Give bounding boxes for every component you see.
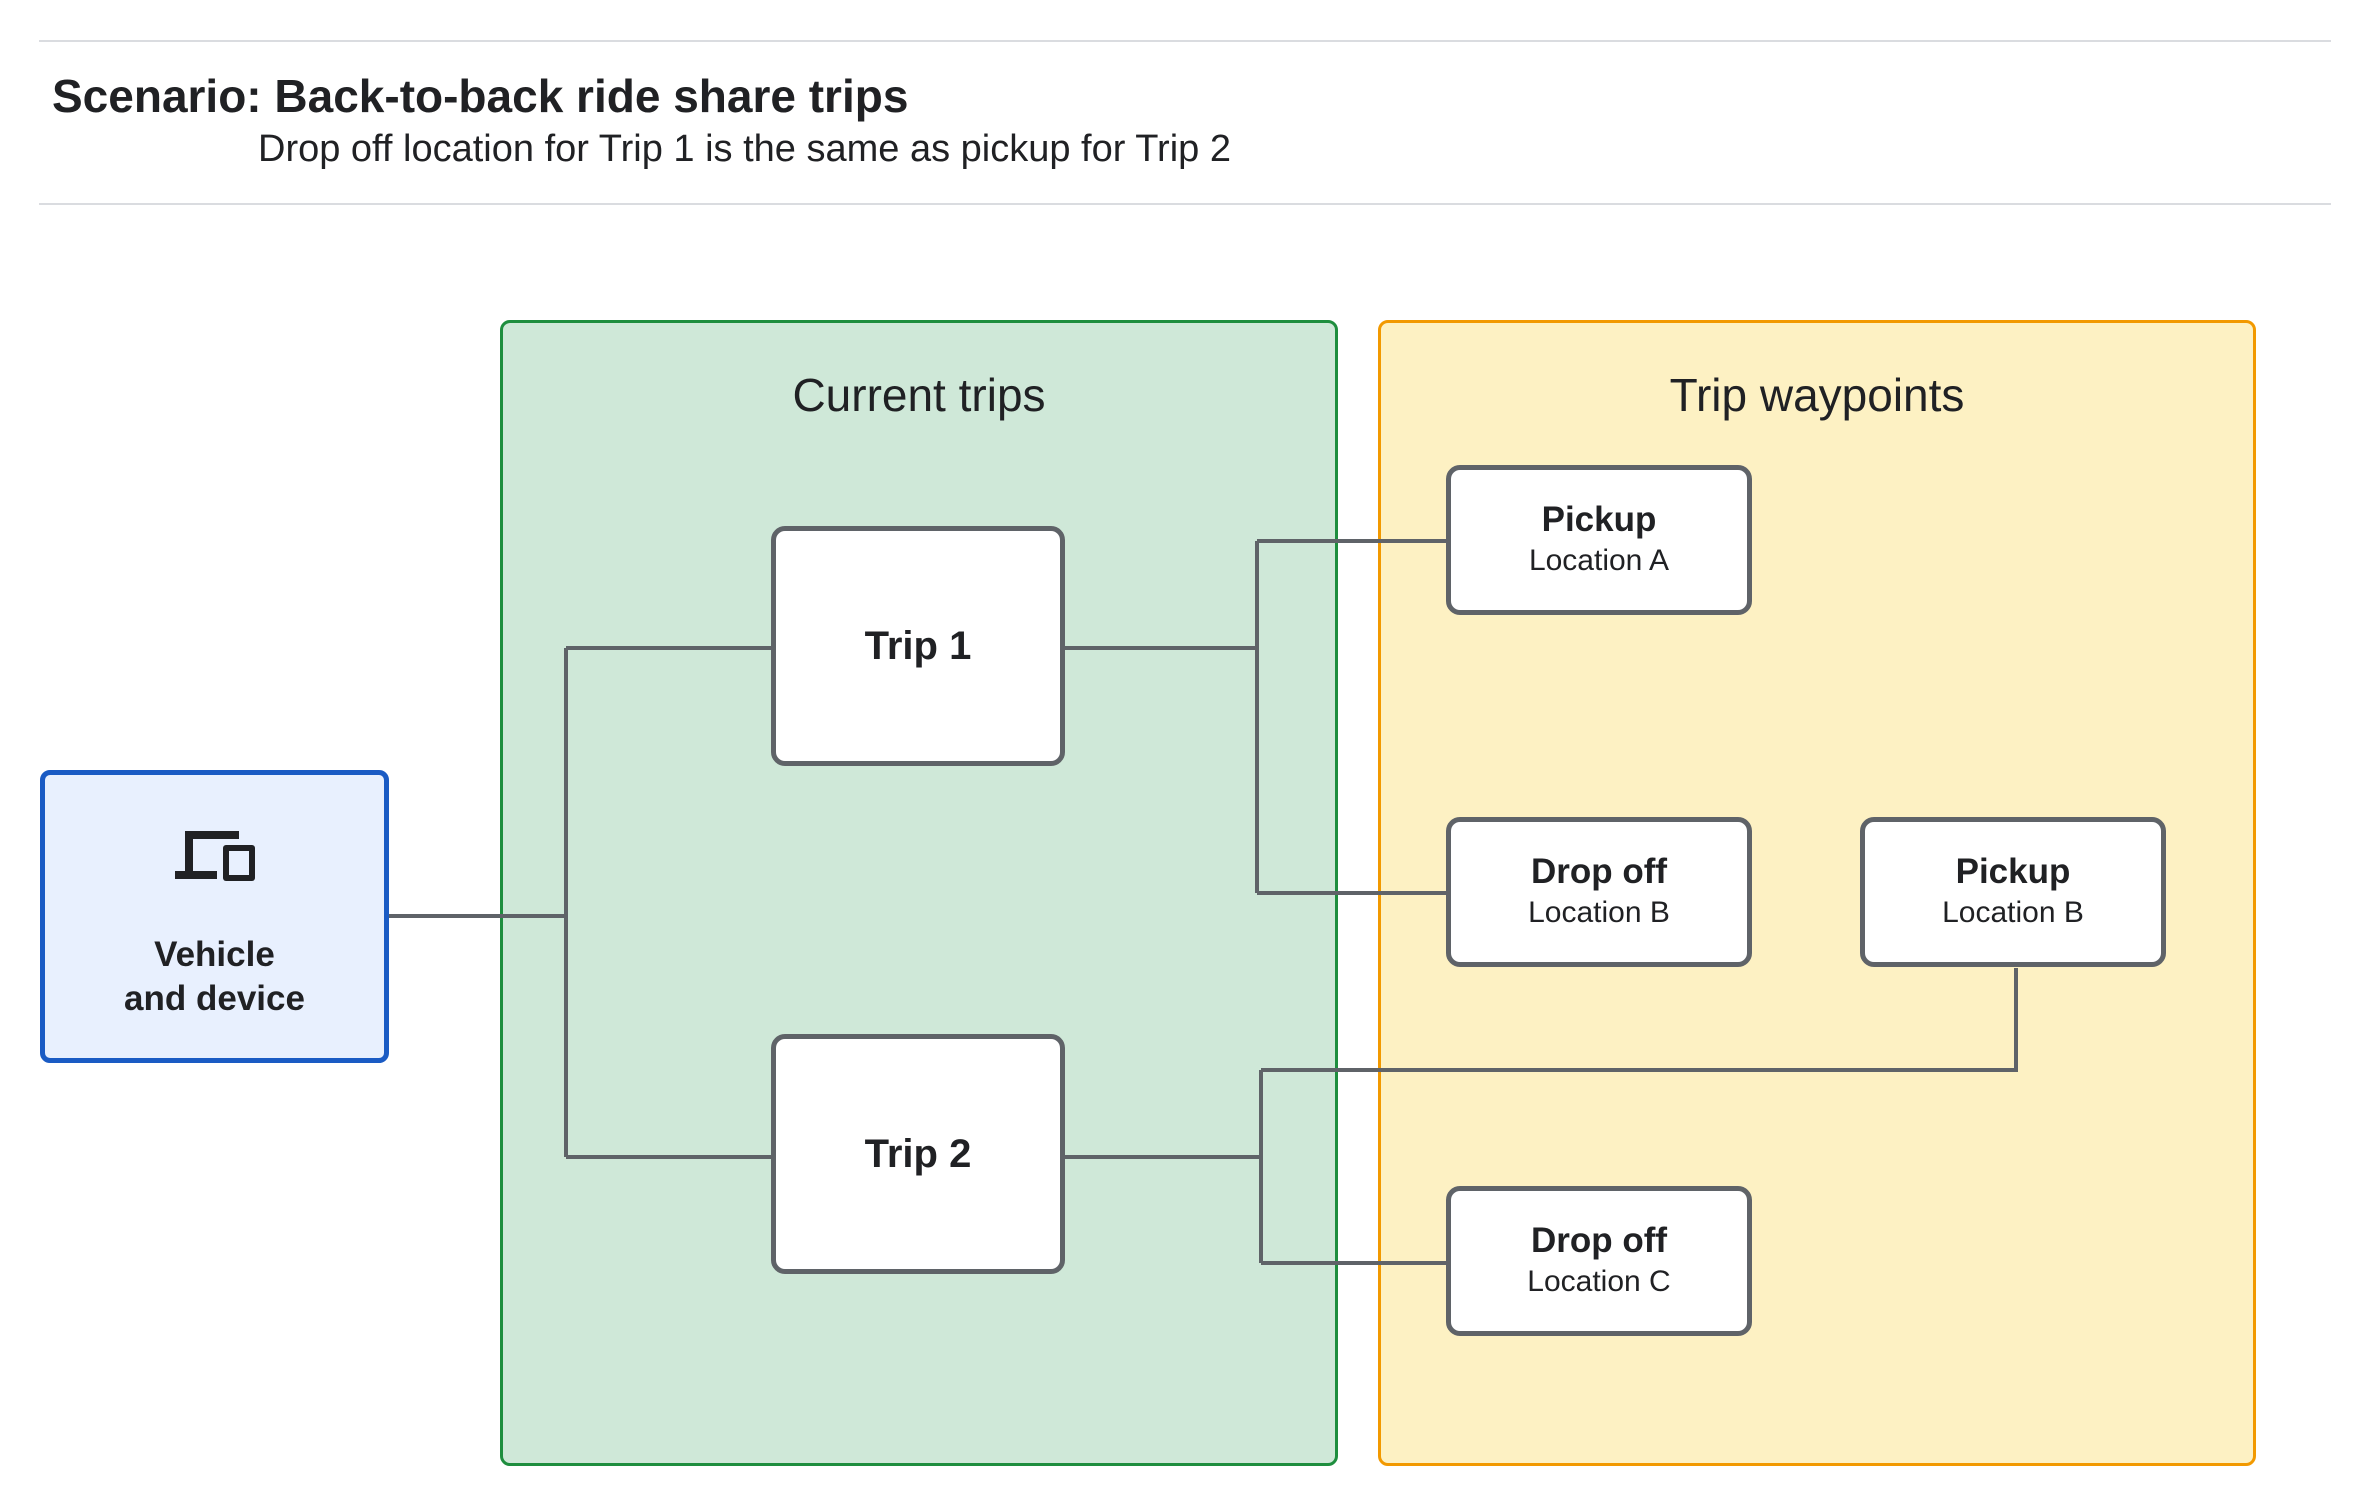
waypoint-location: Location B [1942, 896, 2084, 929]
vehicle-label: Vehicle and device [124, 935, 305, 1018]
waypoint-pickup-location-a: Pickup Location A [1446, 465, 1752, 615]
waypoint-dropoff-location-c: Drop off Location C [1446, 1186, 1752, 1336]
trip-1-node: Trip 1 [771, 526, 1065, 766]
vehicle-and-device-node: Vehicle and device [40, 770, 389, 1063]
scenario-subtitle: Drop off location for Trip 1 is the same… [258, 128, 1231, 170]
current-trips-group: Current trips [500, 320, 1338, 1466]
connector-vehicle-trips [389, 646, 772, 1159]
top-divider [39, 40, 2331, 42]
waypoint-location: Location A [1528, 544, 1670, 577]
trip-waypoints-title: Trip waypoints [1669, 369, 1965, 421]
connector-trip2-waypoints [1065, 968, 2018, 1265]
waypoint-pickup-location-b: Pickup Location B [1860, 817, 2166, 967]
waypoint-location: Location B [1528, 896, 1670, 929]
waypoint-title: Pickup [1955, 852, 2071, 891]
waypoint-title: Drop off [1530, 1221, 1668, 1260]
waypoint-title: Drop off [1530, 852, 1668, 891]
trip-1-label: Trip 1 [864, 623, 972, 668]
scenario-title: Scenario: Back-to-back ride share trips [52, 70, 909, 122]
waypoint-dropoff-location-b: Drop off Location B [1446, 817, 1752, 967]
connector-trip1-waypoints [1065, 539, 1446, 895]
devices-icon [174, 831, 255, 881]
waypoint-title: Pickup [1541, 500, 1657, 539]
trip-2-label: Trip 2 [864, 1131, 972, 1176]
waypoint-location: Location C [1527, 1265, 1671, 1298]
trip-2-node: Trip 2 [771, 1034, 1065, 1274]
header-divider [39, 203, 2331, 205]
current-trips-title: Current trips [792, 369, 1046, 421]
